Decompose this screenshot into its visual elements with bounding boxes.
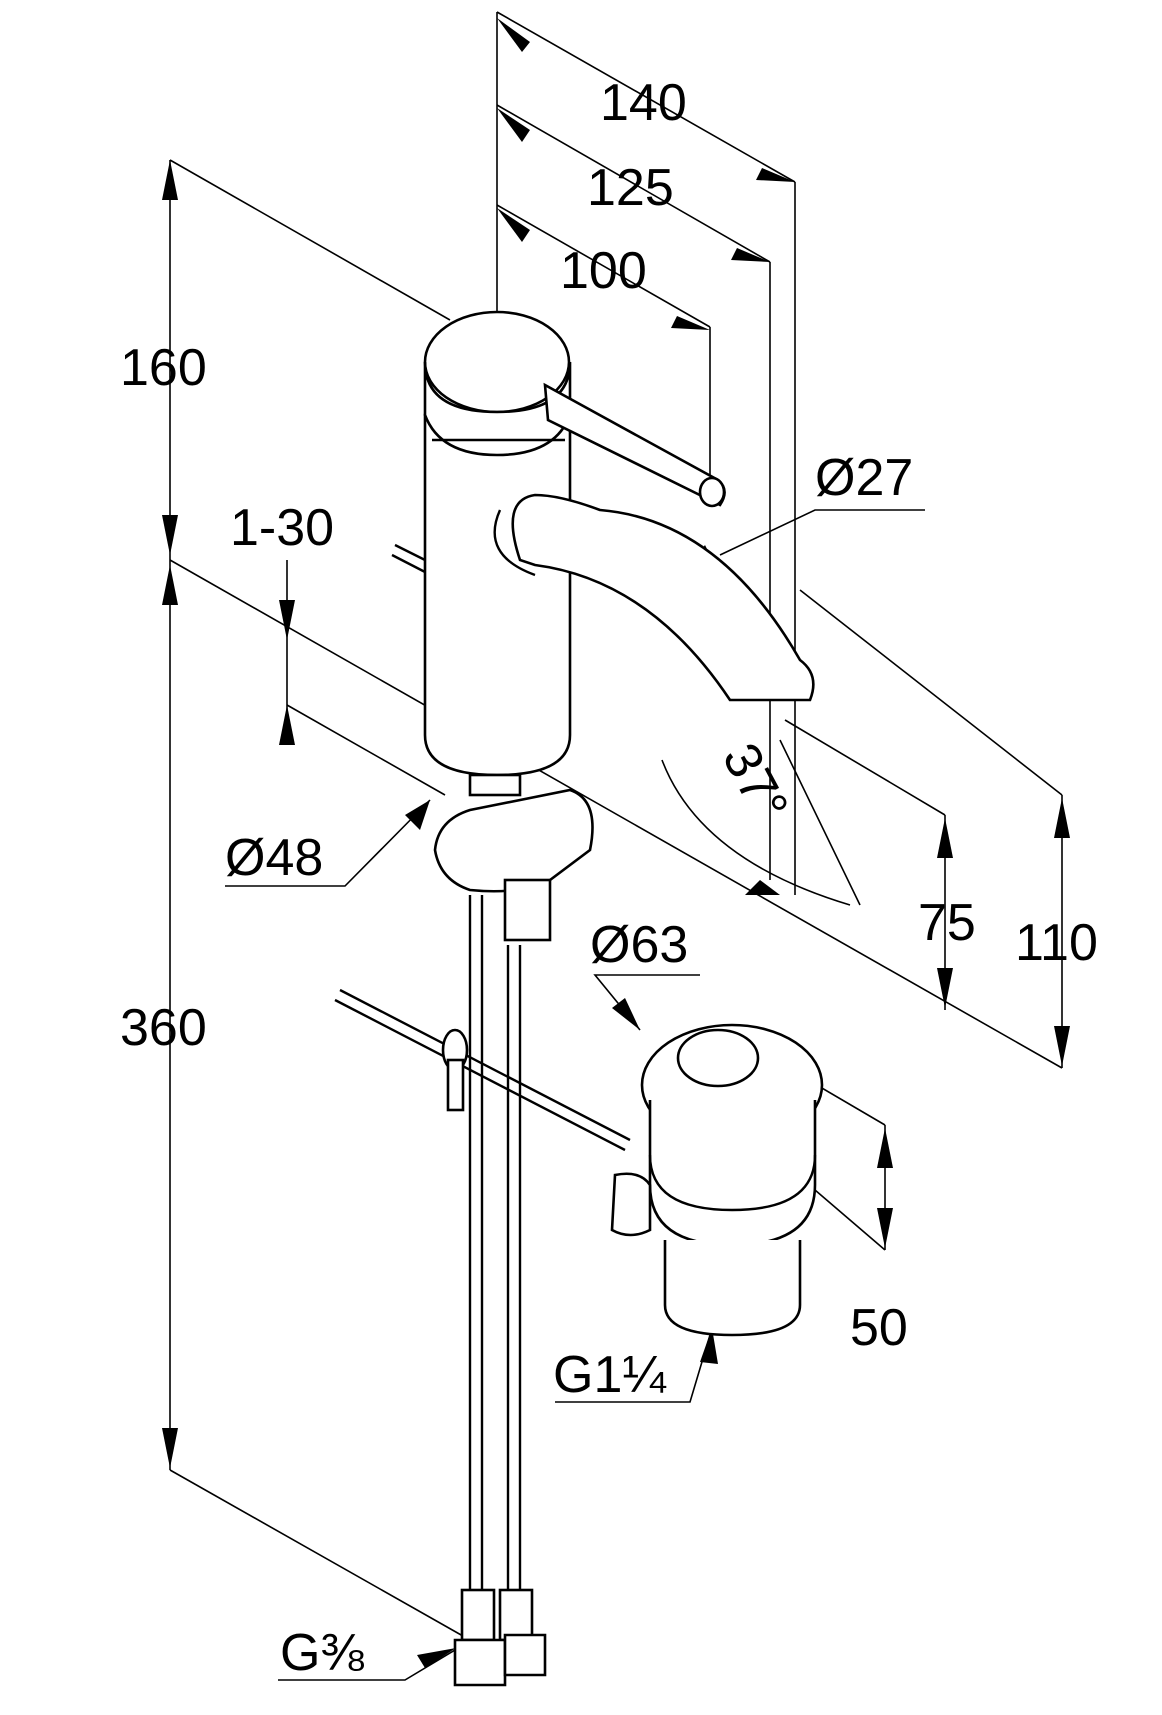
dim-50: 50 <box>850 1299 908 1357</box>
dim-diameter-63: Ø63 <box>590 916 688 974</box>
dim-110: 110 <box>1015 914 1098 972</box>
faucet <box>334 310 815 1687</box>
dim-125: 125 <box>587 159 674 217</box>
dimension-arrows <box>162 18 1070 1668</box>
dim-75: 75 <box>918 894 976 952</box>
dim-1-30: 1-30 <box>230 499 334 557</box>
dimension-labels: 140 125 100 160 1-30 Ø27 37° Ø48 75 110 … <box>120 74 1098 1682</box>
dim-100: 100 <box>560 242 647 300</box>
dim-360: 360 <box>120 999 207 1057</box>
pop-up-waste <box>610 1023 824 1337</box>
thread-g3-8: G⅜ <box>280 1624 364 1682</box>
dim-140: 140 <box>600 74 687 132</box>
dim-diameter-27: Ø27 <box>815 449 913 507</box>
dim-160: 160 <box>120 339 207 397</box>
thread-g1-1-4: G1¼ <box>553 1346 666 1404</box>
dim-angle-37: 37° <box>711 734 799 831</box>
dim-diameter-48: Ø48 <box>225 829 323 887</box>
